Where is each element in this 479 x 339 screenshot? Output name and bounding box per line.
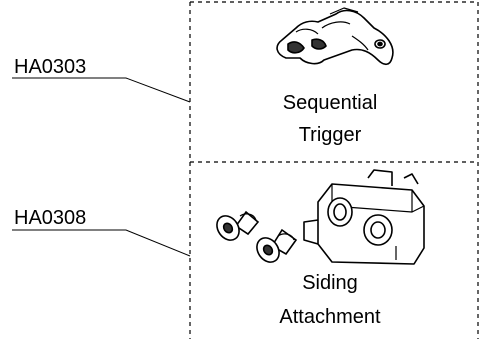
- description-line-1: Siding: [302, 272, 358, 294]
- sequential-trigger-drawing: [276, 7, 394, 66]
- part-number-label: HA0303: [14, 56, 87, 78]
- description-line-1: Sequential: [282, 92, 378, 114]
- description-line-2: Trigger: [298, 124, 362, 146]
- leader-line-ha0308: [12, 229, 191, 257]
- part-number-label: HA0308: [14, 207, 87, 229]
- leader-line-ha0303: [12, 77, 191, 103]
- screw-drawing-1: [216, 210, 260, 241]
- siding-attachment-drawing: [303, 169, 425, 265]
- description-line-2: Attachment: [279, 306, 381, 328]
- screw-drawing-2: [256, 228, 298, 263]
